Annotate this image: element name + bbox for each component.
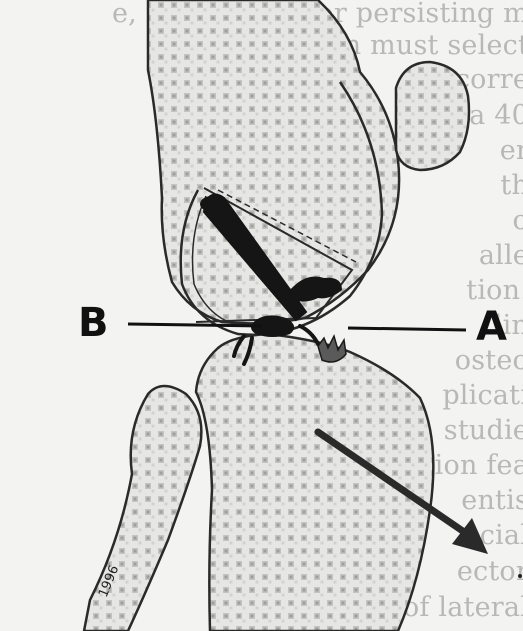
pointer-line-a — [348, 328, 466, 330]
label-b: B — [78, 300, 109, 346]
patella-bone — [396, 62, 469, 170]
ink-speck — [518, 574, 522, 578]
frayed-ligament-a — [318, 336, 346, 362]
label-a: A — [476, 304, 507, 350]
pointer-line-b — [128, 324, 262, 326]
instrument-tip — [200, 196, 224, 212]
